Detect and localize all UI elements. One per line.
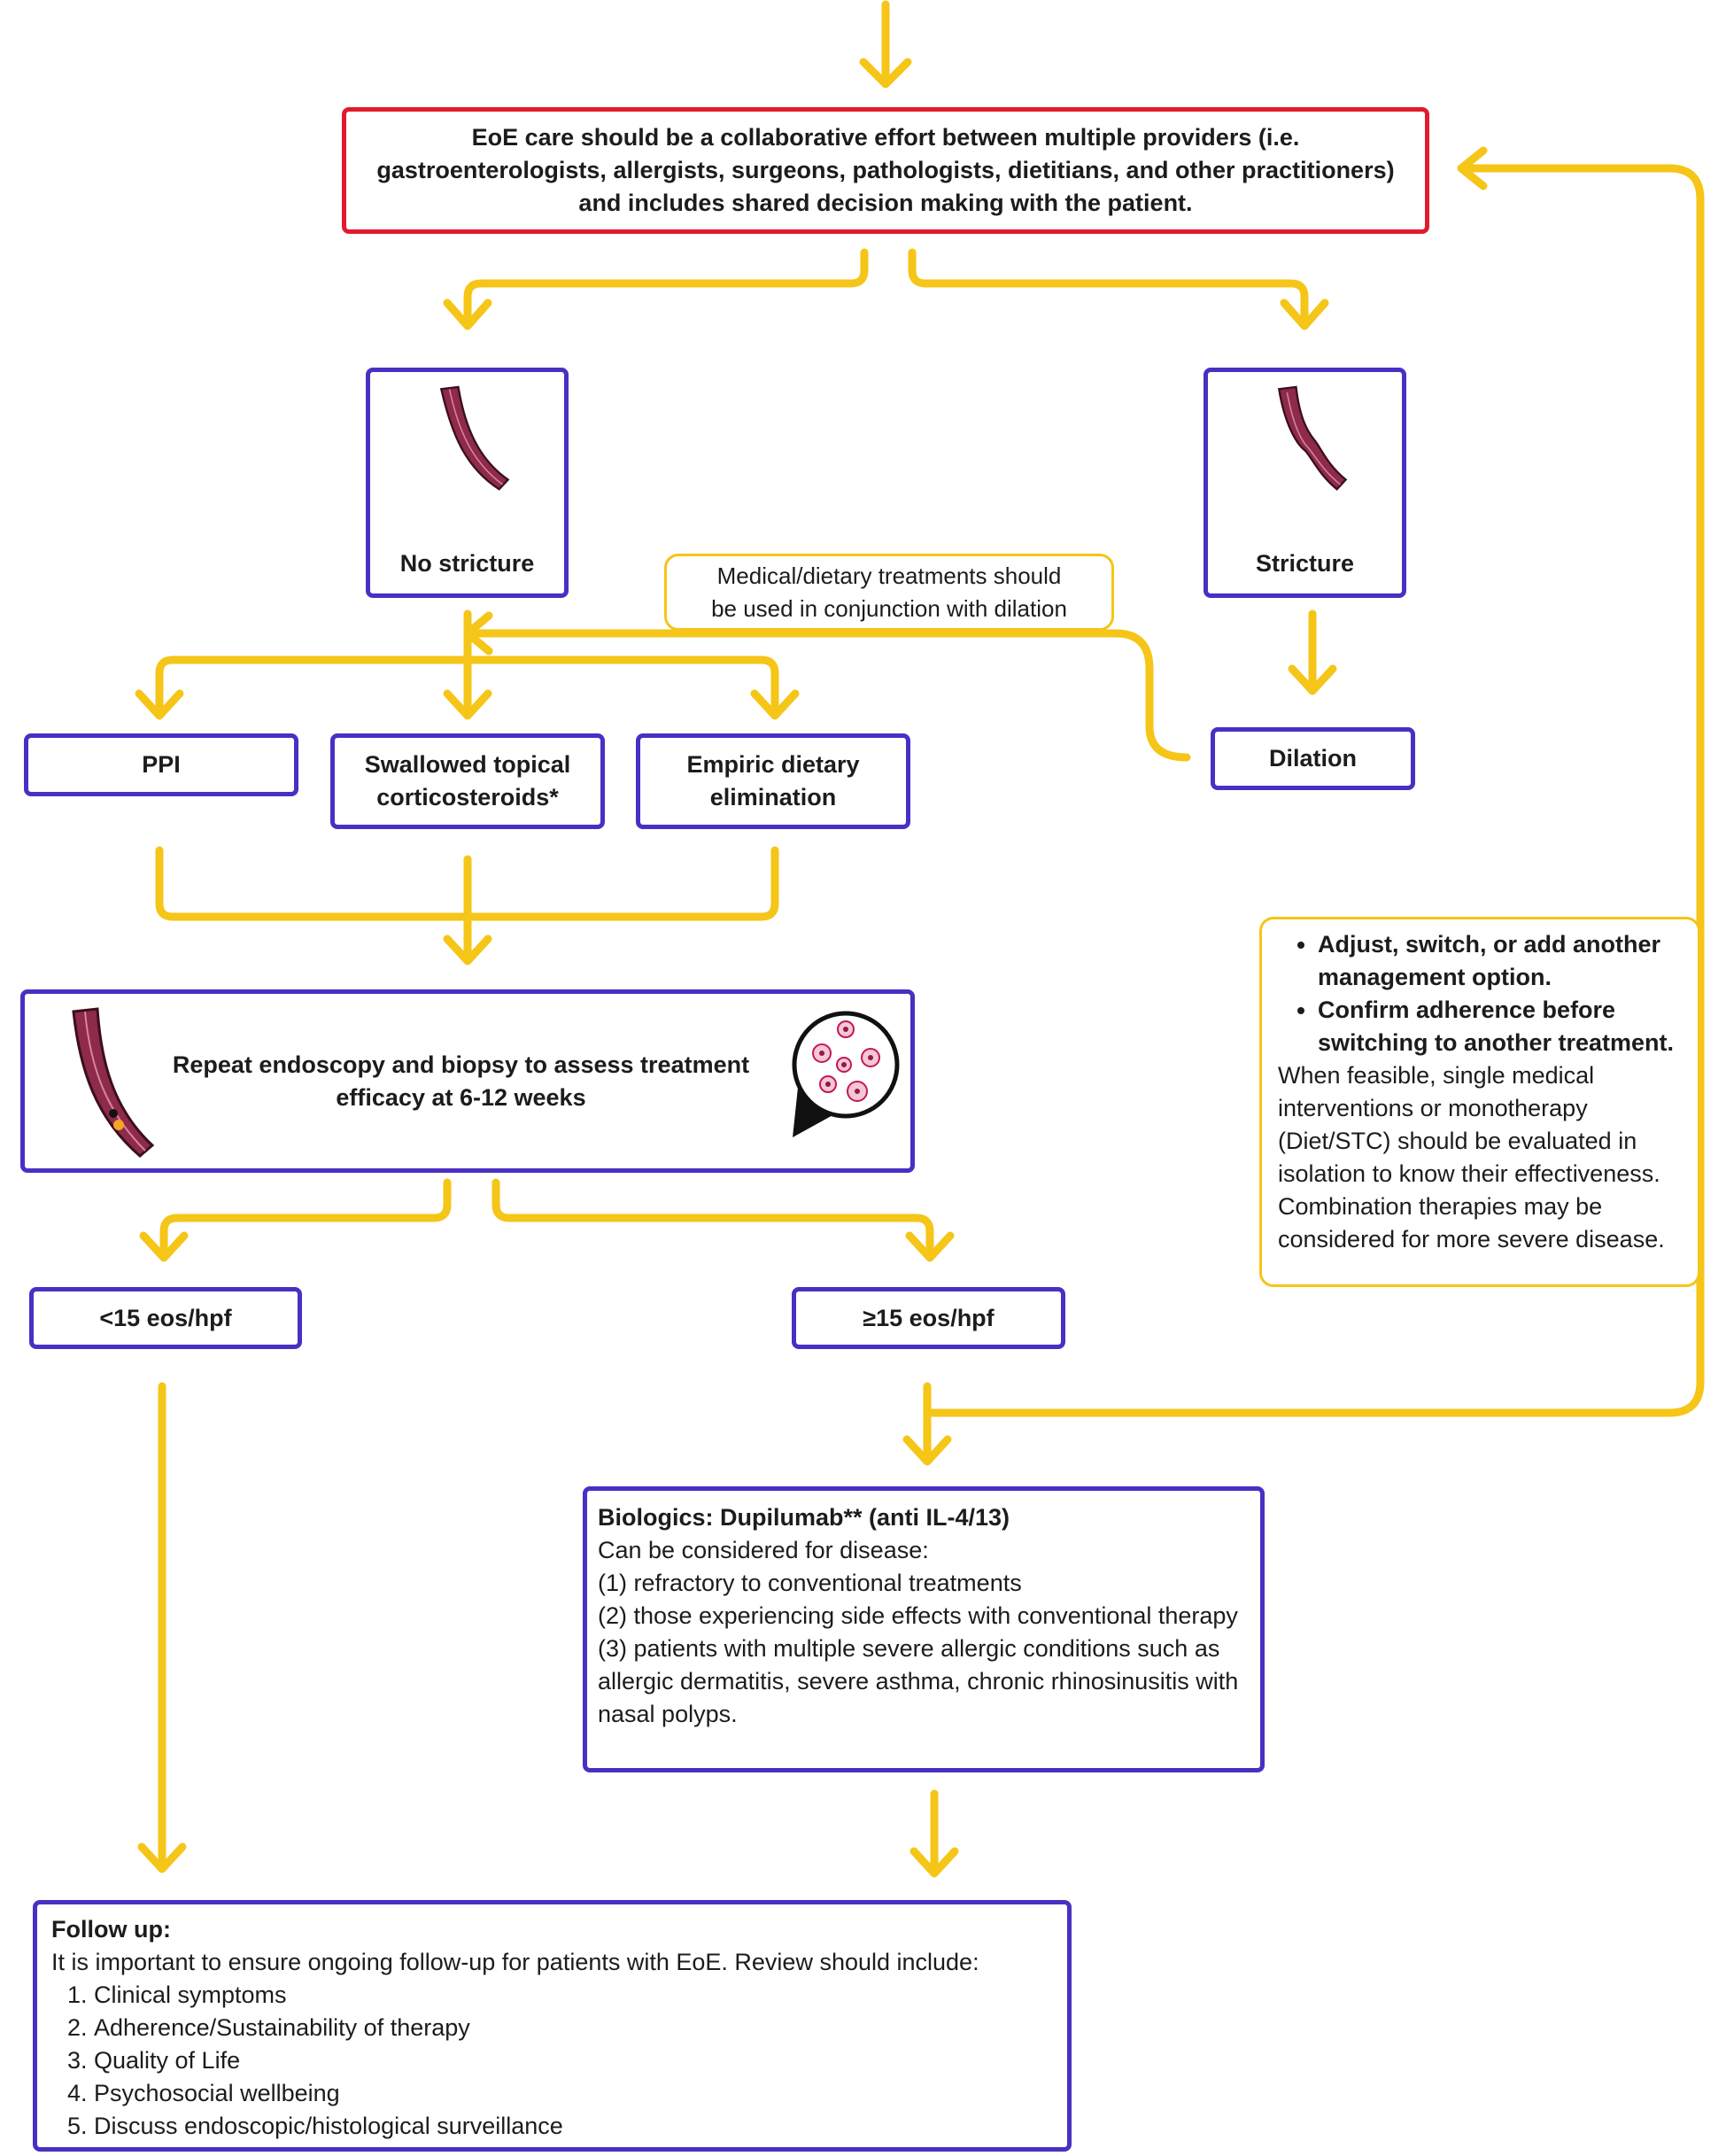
arrow-to-biologics — [902, 1382, 952, 1466]
ppi-box: PPI — [24, 733, 298, 796]
arrow-no-stricture-down — [443, 609, 492, 720]
empiric-dietary-line-2: elimination — [709, 784, 837, 810]
empiric-dietary-line-1: Empiric dietary — [686, 751, 860, 778]
repeat-endoscopy-line-1: Repeat endoscopy and biopsy to assess tr… — [172, 1051, 750, 1078]
repeat-endoscopy-text: Repeat endoscopy and biopsy to assess tr… — [158, 994, 764, 1168]
dilation-note: Medical/dietary treatments should be use… — [664, 554, 1114, 631]
collaborative-care-box: EoE care should be a collaborative effor… — [342, 107, 1429, 234]
arrow-biologics-to-follow-up — [909, 1789, 959, 1878]
arrow-to-no-stricture — [443, 248, 869, 330]
low-eos-label: <15 eos/hpf — [99, 1304, 232, 1331]
follow-up-box: Follow up: It is important to ensure ong… — [33, 1900, 1072, 2152]
high-eos-box: ≥15 eos/hpf — [792, 1287, 1065, 1349]
stricture-box: Stricture — [1204, 368, 1406, 598]
biologics-line: (2) those experiencing side effects with… — [598, 1602, 1238, 1629]
high-eos-label: ≥15 eos/hpf — [863, 1304, 995, 1331]
arrow-to-ppi — [135, 655, 472, 720]
collaborative-care-line-2: gastroenterologists, allergists, surgeon… — [376, 157, 1395, 183]
narrowed-esophagus-icon — [1277, 385, 1348, 491]
collaborative-care-line-3: and includes shared decision making with… — [578, 190, 1193, 216]
arrow-treatments-merge — [155, 846, 779, 966]
follow-up-list: Clinical symptoms Adherence/Sustainabili… — [51, 1979, 1058, 2143]
dilation-note-line-2: be used in conjunction with dilation — [711, 594, 1067, 622]
repeat-endoscopy-box: Repeat endoscopy and biopsy to assess tr… — [20, 989, 915, 1173]
no-stricture-box: No stricture — [366, 368, 569, 598]
management-bullets: Adjust, switch, or add another managemen… — [1278, 928, 1687, 1059]
follow-up-item: Psychosocial wellbeing — [94, 2077, 1058, 2110]
dilation-label: Dilation — [1269, 745, 1357, 772]
dilation-note-line-1: Medical/dietary treatments should — [716, 562, 1062, 589]
follow-up-item: Adherence/Sustainability of therapy — [94, 2012, 1058, 2044]
arrow-to-diet — [463, 655, 800, 720]
topical-corticosteroids-line-2: corticosteroids* — [376, 784, 559, 810]
follow-up-item: Discuss endoscopic/histological surveill… — [94, 2110, 1058, 2143]
arrow-to-stricture — [908, 248, 1329, 330]
repeat-endoscopy-line-2: efficacy at 6-12 weeks — [336, 1083, 586, 1111]
management-note-text: When feasible, single medical interventi… — [1278, 1062, 1665, 1252]
biologics-line: Can be considered for disease: — [598, 1537, 929, 1563]
follow-up-title: Follow up: — [51, 1916, 171, 1943]
biologics-title: Biologics: Dupilumab** (anti IL-4/13) — [598, 1504, 1010, 1531]
topical-corticosteroids-line-1: Swallowed topical — [364, 751, 571, 778]
topical-corticosteroids-box: Swallowed topical corticosteroids* — [330, 733, 605, 829]
arrow-feedback-loop — [923, 146, 1705, 1417]
no-stricture-label: No stricture — [399, 550, 535, 577]
arrow-entry — [859, 0, 912, 89]
esophagus-icon — [439, 385, 510, 491]
follow-up-intro: It is important to ensure ongoing follow… — [51, 1949, 979, 1975]
arrow-to-low-eos — [139, 1178, 452, 1262]
follow-up-item: Quality of Life — [94, 2044, 1058, 2077]
biologics-line: (1) refractory to conventional treatment… — [598, 1570, 1022, 1596]
arrow-low-eos-to-follow-up — [137, 1382, 187, 1873]
collaborative-care-line-1: EoE care should be a collaborative effor… — [471, 124, 1300, 151]
arrow-to-high-eos — [491, 1178, 955, 1262]
stricture-label: Stricture — [1255, 550, 1355, 577]
ppi-label: PPI — [142, 751, 181, 778]
biologics-box: Biologics: Dupilumab** (anti IL-4/13) Ca… — [583, 1486, 1265, 1772]
follow-up-item: Clinical symptoms — [94, 1979, 1058, 2012]
arrow-to-dilation — [1288, 609, 1337, 695]
biologics-line: (3) patients with multiple severe allerg… — [598, 1635, 1239, 1727]
low-eos-box: <15 eos/hpf — [29, 1287, 302, 1349]
management-note: Adjust, switch, or add another managemen… — [1259, 917, 1700, 1287]
microscopy-eosinophils-icon — [792, 1011, 900, 1137]
empiric-dietary-elimination-box: Empiric dietary elimination — [636, 733, 910, 829]
esophagus-biopsy-icon — [72, 1007, 155, 1158]
management-bullet: Confirm adherence before switching to an… — [1318, 994, 1687, 1059]
dilation-box: Dilation — [1211, 727, 1415, 790]
management-bullet: Adjust, switch, or add another managemen… — [1318, 928, 1687, 994]
